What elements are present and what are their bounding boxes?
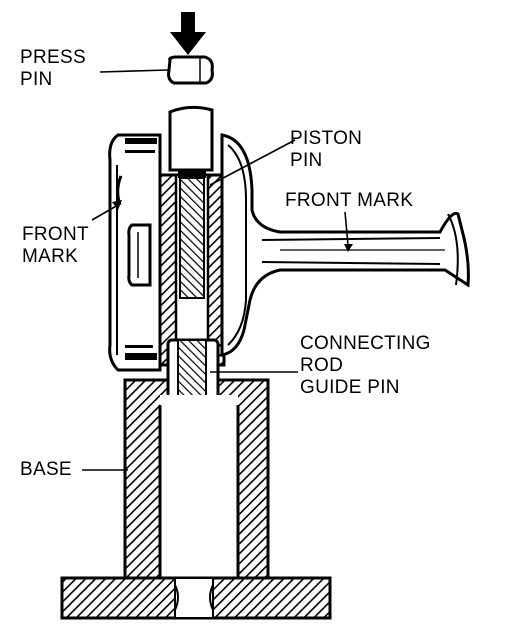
- press-pin-label-line-1: PRESS: [20, 47, 86, 68]
- leader-lines: [82, 69, 349, 471]
- piston-pin: [179, 177, 205, 299]
- piston-pin-label: PISTON PIN: [290, 128, 362, 172]
- arrowhead-front-mark-left: [112, 200, 122, 210]
- connecting-rod-guide-pin-label-line-1: CONNECTING: [300, 333, 431, 354]
- press-pin-shaft: [168, 105, 214, 178]
- front-mark-piston-label-line-1: FRONT: [22, 224, 89, 245]
- piston-pin-label-line-1: PISTON: [290, 128, 363, 149]
- base-stand: [123, 378, 270, 580]
- press-pin-label-line-2: PIN: [20, 69, 53, 90]
- piston-body: [108, 133, 162, 372]
- connecting-rod-guide-pin-label: CONNECTING ROD GUIDE PIN: [300, 333, 431, 399]
- base-label: BASE: [20, 459, 72, 480]
- arrowhead-front-mark-right: [344, 244, 353, 252]
- connecting-rod-guide-pin-label-line-3: GUIDE PIN: [300, 377, 400, 398]
- down-arrow-icon: [170, 12, 206, 55]
- base-plate: [60, 576, 332, 620]
- leader-front-mark-left: [91, 204, 119, 221]
- piston-pin-label-line-2: PIN: [290, 150, 323, 171]
- front-mark-rod-label: FRONT MARK: [285, 190, 414, 211]
- front-mark-piston-label-line-2: MARK: [22, 246, 79, 267]
- press-pin-label: PRESS PIN: [20, 47, 86, 91]
- connecting-rod-guide-pin-label-line-2: ROD: [300, 355, 344, 376]
- press-pin: [167, 55, 214, 85]
- leader-press-pin: [99, 69, 169, 73]
- front-mark-piston-label: FRONT MARK: [22, 224, 89, 268]
- leader-piston-pin: [209, 139, 296, 186]
- leader-front-mark-right: [344, 211, 349, 246]
